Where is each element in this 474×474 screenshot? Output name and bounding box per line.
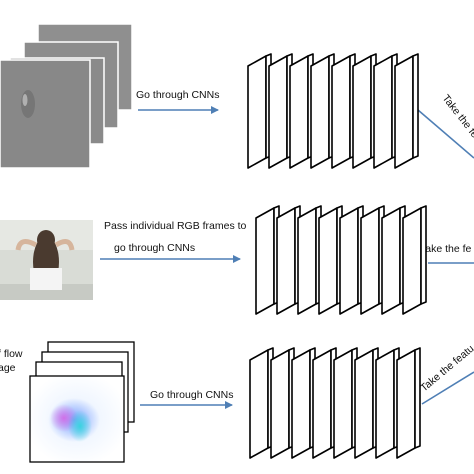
person-arm-right	[54, 239, 75, 251]
cnn-layer-1	[249, 347, 274, 459]
person-head	[37, 230, 55, 250]
person-arm-left	[15, 238, 38, 251]
cnn-layer-3	[291, 347, 316, 459]
bottom-right-arrow	[421, 371, 474, 405]
mid-right-label: Take the fe	[420, 243, 472, 255]
cnn-layer-3	[289, 53, 314, 169]
top-arrow-label: Go through CNNs	[136, 89, 219, 101]
cnn-layer-6	[360, 205, 385, 315]
flow-frame-stack	[29, 341, 135, 463]
cnn-layer-6	[354, 347, 379, 459]
cnn-layer-2	[268, 53, 293, 169]
bottom-arrow-label: Go through CNNs	[150, 389, 233, 401]
cnn-layer-5	[333, 347, 358, 459]
cnn-layer-7	[373, 53, 398, 169]
cnn-layer-4	[318, 205, 343, 315]
gray-frame-figure-highlight	[22, 94, 28, 106]
cnn-layer-8	[396, 347, 421, 459]
cnn-layer-2	[270, 347, 295, 459]
rgb-frame-photo	[0, 220, 93, 300]
cnn-layer-4	[310, 53, 335, 169]
cnn-layer-1	[247, 53, 272, 169]
gray-frame-stack	[0, 23, 133, 169]
cnn-layer-6	[352, 53, 377, 169]
cnn-layer-8	[402, 205, 427, 315]
bottom-left-label-line2: age	[0, 362, 16, 374]
cnn-layer-5	[339, 205, 364, 315]
person-shirt	[30, 268, 62, 290]
cnn-stack-bottom	[249, 347, 421, 459]
bottom-right-label: Take the featu	[418, 343, 474, 395]
cnn-layer-5	[331, 53, 356, 169]
cnn-stack-top	[247, 53, 419, 169]
cnn-layer-3	[297, 205, 322, 315]
cnn-layer-7	[381, 205, 406, 315]
cnn-layer-1	[255, 205, 280, 315]
cnn-layer-4	[312, 347, 337, 459]
cnn-layer-7	[375, 347, 400, 459]
gray-frame	[0, 59, 91, 169]
cnn-layer-8	[394, 53, 419, 169]
bottom-left-label-line1: f flow	[0, 348, 23, 360]
top-right-arrow	[417, 109, 474, 159]
cnn-stack-middle	[255, 205, 427, 315]
mid-arrow-label-line1: Pass individual RGB frames to	[104, 220, 247, 232]
flow-blob-cyan	[68, 410, 92, 442]
gray-frame-figure	[21, 90, 35, 118]
cnn-layer-2	[276, 205, 301, 315]
mid-arrow-label-line2: go through CNNs	[114, 242, 195, 254]
